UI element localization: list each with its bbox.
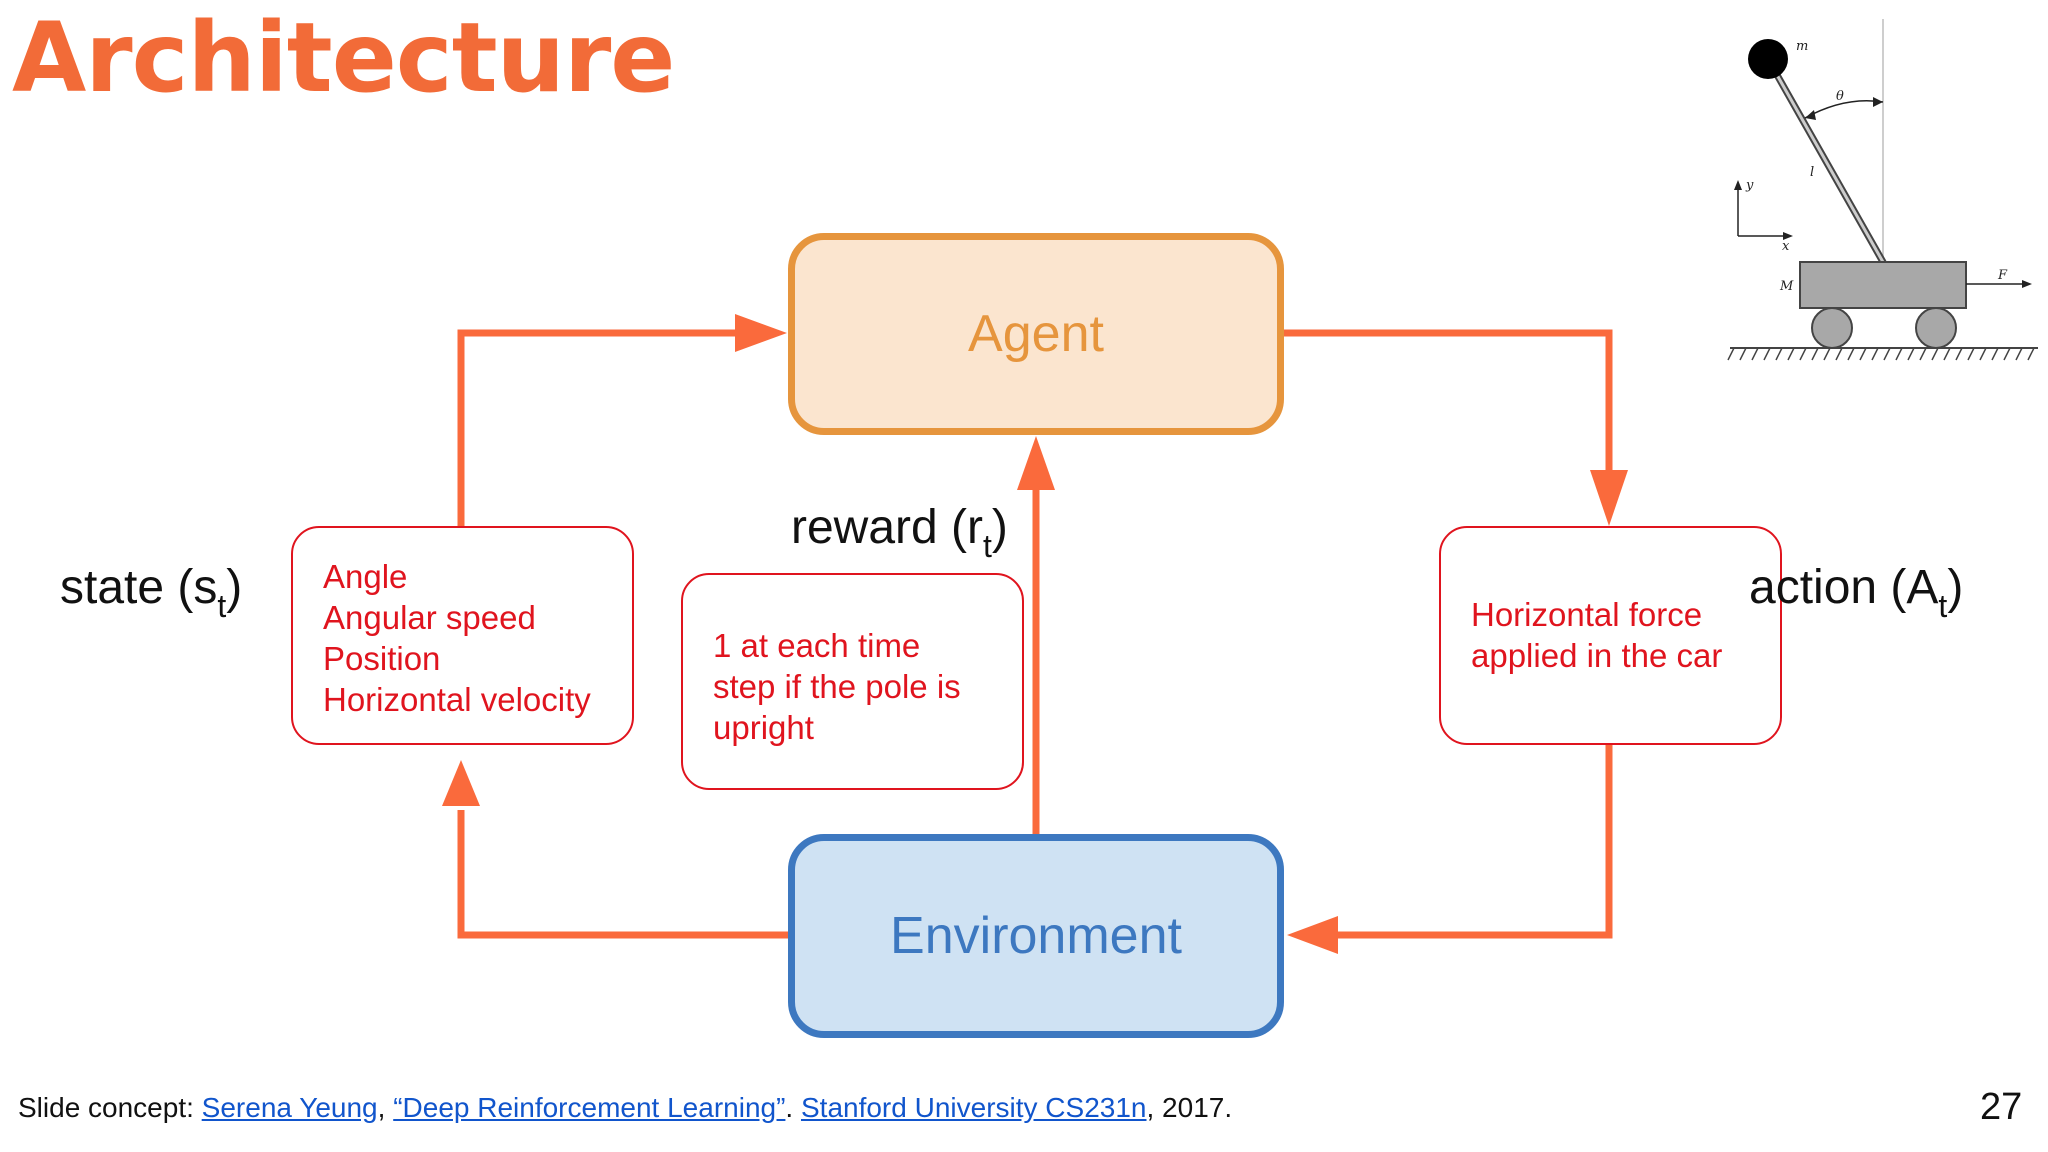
reward-label-subscript: t xyxy=(983,528,992,564)
environment-node: Environment xyxy=(788,834,1284,1038)
page-number: 27 xyxy=(1980,1086,2023,1128)
axis-label-x: x xyxy=(1782,239,1790,254)
arrowhead-into-action xyxy=(1590,470,1628,526)
slide-title: Architecture xyxy=(12,2,675,114)
force-label-F: F xyxy=(1997,268,2008,283)
reward-label-text: reward (r xyxy=(791,501,984,554)
agent-node: Agent xyxy=(788,233,1284,435)
state-label-text: state (s xyxy=(60,561,218,614)
action-label-close: ) xyxy=(1947,561,1964,614)
arrowhead-into-state xyxy=(442,760,480,806)
citation-separator: , xyxy=(377,1092,394,1123)
state-label-subscript: t xyxy=(217,588,227,624)
citation-separator: . xyxy=(785,1092,801,1123)
pole-mass xyxy=(1748,39,1788,79)
state-item: Position xyxy=(323,640,441,677)
cart-wheel-right xyxy=(1915,307,1957,349)
state-item: Angular speed xyxy=(323,599,536,636)
pole-inner xyxy=(1766,57,1885,264)
force-arrowhead xyxy=(2022,280,2032,288)
reward-line: 1 at each time xyxy=(713,627,921,664)
reward-label: reward (rt) xyxy=(791,500,1008,562)
env-to-state-arrow xyxy=(457,810,788,939)
action-label-text: action (A xyxy=(1749,561,1939,614)
axis-label-y: y xyxy=(1745,178,1754,193)
reward-label-close: ) xyxy=(991,501,1008,554)
y-arrowhead xyxy=(1734,180,1742,190)
x-arrowhead xyxy=(1783,232,1793,240)
state-label: state (st) xyxy=(60,560,243,622)
state-to-agent-arrow xyxy=(457,329,742,526)
citation-year: , 2017. xyxy=(1146,1092,1233,1123)
state-item: Angle xyxy=(323,558,408,595)
cartpole-illustration: m θ l y x M F xyxy=(1727,19,2038,361)
reward-line: step if the pole is xyxy=(713,668,961,705)
action-label: action (At) xyxy=(1749,560,1964,622)
author-link[interactable]: Serena Yeung xyxy=(201,1092,378,1123)
citation-prefix: Slide concept: xyxy=(18,1092,202,1123)
lecture-link[interactable]: “Deep Reinforcement Learning” xyxy=(393,1092,786,1123)
action-label-subscript: t xyxy=(1938,588,1948,624)
theta-arrowhead-right xyxy=(1873,97,1883,107)
citation-footer: Slide concept: Serena Yeung, “Deep Reinf… xyxy=(18,1092,1232,1124)
arrowhead-into-agent xyxy=(735,314,787,352)
reward-description-box: 1 at each time step if the pole is uprig… xyxy=(681,573,1024,790)
agent-to-action-arrow xyxy=(1284,329,1613,475)
mass-label-m: m xyxy=(1796,39,1808,54)
cart-wheel-left xyxy=(1811,307,1853,349)
course-link[interactable]: Stanford University CS231n xyxy=(800,1092,1147,1123)
action-line: Horizontal force xyxy=(1471,596,1703,633)
angle-label-theta: θ xyxy=(1836,89,1844,104)
reward-line: upright xyxy=(713,709,814,746)
length-label-l: l xyxy=(1810,165,1814,180)
cart-mass-label-M: M xyxy=(1779,279,1794,294)
ground-hatching xyxy=(1727,347,2035,361)
arrowhead-reward-into-agent xyxy=(1017,436,1055,490)
theta-arrowhead-left xyxy=(1805,110,1816,120)
agent-label: Agent xyxy=(968,305,1104,363)
theta-arc xyxy=(1804,99,1884,119)
action-description-box: Horizontal force applied in the car xyxy=(1439,526,1782,745)
state-item: Horizontal velocity xyxy=(323,681,591,718)
state-label-close: ) xyxy=(226,561,243,614)
environment-label: Environment xyxy=(890,907,1182,965)
cart-body xyxy=(1799,261,1967,309)
arrowhead-into-env xyxy=(1287,916,1338,954)
state-description-box: Angle Angular speed Position Horizontal … xyxy=(291,526,634,745)
action-to-env-arrow xyxy=(1330,745,1613,939)
action-line: applied in the car xyxy=(1471,637,1723,674)
